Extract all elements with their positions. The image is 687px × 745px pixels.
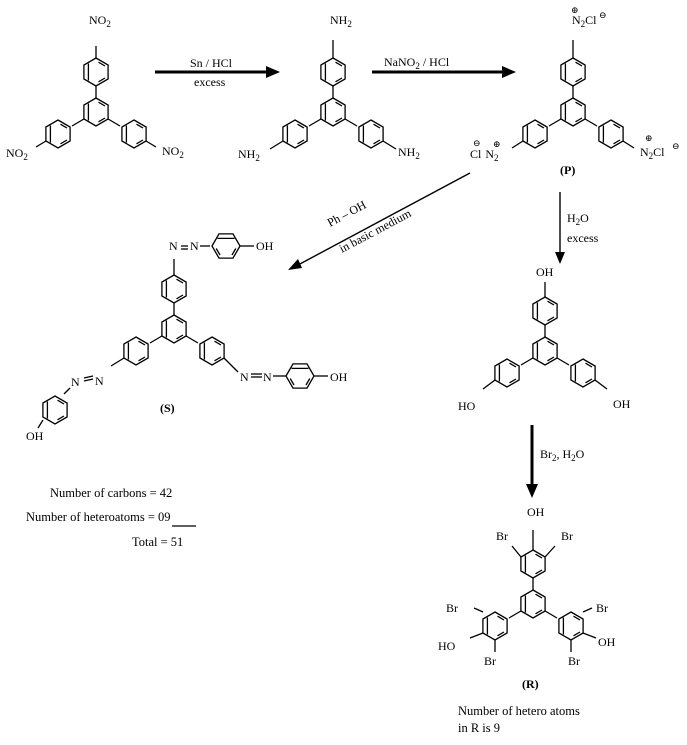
- note-total: Total = 51: [132, 535, 183, 549]
- bromo-R-3: Br: [446, 601, 458, 615]
- svg-text:⊕: ⊕: [645, 133, 653, 143]
- note-R-line2: in R is 9: [458, 721, 500, 735]
- step1-condition: excess: [194, 75, 226, 89]
- hydroxyl-R-left: HO: [438, 639, 456, 653]
- nitro-left: NO2: [6, 146, 28, 162]
- svg-text:⊖: ⊖: [672, 141, 680, 151]
- arrow-step4: H2O excess: [555, 192, 599, 264]
- hydroxyl-S-right: OH: [330, 370, 348, 384]
- svg-text:⊖: ⊖: [473, 138, 481, 148]
- label-S: (S): [160, 401, 175, 415]
- bromo-R-5: Br: [596, 601, 608, 615]
- label-P: (P): [560, 163, 575, 177]
- arrow-step1: Sn / HCl excess: [155, 56, 280, 89]
- amine-left: NH2: [238, 147, 260, 163]
- step2-reagent: NaNO2 / HCl: [384, 55, 450, 71]
- bromo-R-1: Br: [496, 529, 508, 543]
- trinitro-compound: NO2 NO2 NO2: [6, 13, 184, 162]
- hydroxyl-triol-top: OH: [536, 265, 554, 279]
- diazonium-right: N2Cl: [640, 145, 665, 161]
- compound-R: OH Br Br HO Br Br OH Br Br (R): [438, 505, 616, 691]
- azo-left: N: [95, 374, 104, 388]
- diazonium-top: N2Cl: [572, 13, 597, 29]
- note-R-line1: Number of hetero atoms: [458, 704, 580, 718]
- hydroxyl-R-top: OH: [527, 505, 545, 519]
- amine-top: NH2: [330, 13, 352, 29]
- hydroxyl-R-right: OH: [598, 635, 616, 649]
- step5-reagent: Br2, H2O: [540, 447, 585, 463]
- bromo-R-2: Br: [561, 529, 573, 543]
- bromo-R-6: Br: [568, 654, 580, 668]
- bromo-R-4: Br: [484, 654, 496, 668]
- azo-top: N: [169, 239, 178, 253]
- step3-reagent: Ph – OH: [325, 197, 369, 229]
- step1-reagent: Sn / HCl: [190, 56, 233, 70]
- svg-text:N: N: [71, 375, 80, 389]
- svg-text:⊕: ⊕: [571, 5, 579, 15]
- notes-R: Number of hetero atoms in R is 9: [458, 704, 580, 735]
- hydroxyl-triol-right: OH: [613, 397, 631, 411]
- step4-condition: excess: [567, 231, 599, 245]
- compound-S: N N OH N N OH N N OH (S): [26, 233, 348, 443]
- nitro-top: NO2: [89, 13, 111, 29]
- svg-text:⊖: ⊖: [599, 10, 607, 20]
- triamine-compound: NH2 NH2 NH2: [238, 13, 420, 163]
- arrow-step2: NaNO2 / HCl: [372, 55, 516, 78]
- hydroxyl-triol-left: HO: [458, 399, 476, 413]
- arrow-step3: Ph – OH in basic medium: [288, 172, 471, 270]
- hydroxyl-S-top: OH: [256, 239, 274, 253]
- hydroxyl-S-left: OH: [26, 429, 44, 443]
- label-R: (R): [522, 677, 539, 691]
- svg-text:N: N: [263, 370, 272, 384]
- step4-reagent: H2O: [567, 211, 589, 227]
- svg-text:N: N: [190, 239, 199, 253]
- nitro-right: NO2: [162, 144, 184, 160]
- notes-S: Number of carbons = 42 Number of heteroa…: [26, 486, 196, 549]
- amine-right: NH2: [398, 145, 420, 161]
- note-heteroatoms: Number of heteroatoms = 09: [26, 510, 171, 524]
- triol-compound: OH HO OH: [458, 265, 631, 413]
- svg-text:⊕: ⊕: [493, 139, 501, 149]
- arrow-step5: Br2, H2O: [526, 425, 585, 498]
- azo-right: N: [240, 370, 249, 384]
- note-carbons: Number of carbons = 42: [50, 486, 172, 500]
